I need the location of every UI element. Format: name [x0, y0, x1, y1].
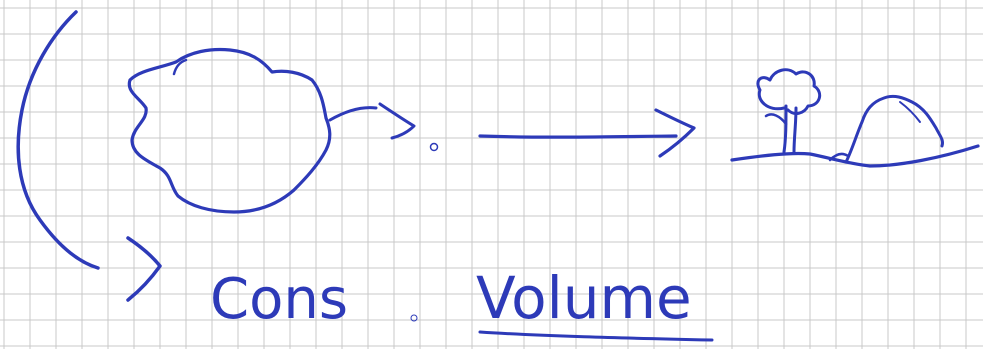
long-arrow-head [654, 108, 696, 158]
left-bracket-stroke [16, 10, 100, 270]
small-arrow-shaft [328, 106, 378, 122]
bracket-arrow-head [126, 236, 162, 302]
long-arrow-shaft [478, 134, 678, 139]
tree-branch [764, 113, 788, 126]
handwritten-ink [16, 10, 980, 342]
tree-canopy [756, 68, 822, 115]
hill-base-squiggle [828, 152, 850, 162]
hill-drawing [844, 94, 944, 164]
small-arrow-head [378, 102, 416, 140]
separator-dot [410, 314, 418, 322]
cons-label: Cons [210, 267, 348, 332]
hill-inner-line [899, 101, 921, 123]
tree-drawing [756, 68, 822, 154]
volume-label: Volume [476, 264, 692, 332]
blob-wisp [172, 58, 188, 76]
tree-trunk [782, 104, 798, 154]
volume-underline [478, 330, 714, 342]
ground-line [730, 144, 980, 168]
transition-dot [429, 142, 439, 152]
blob-shape [127, 47, 332, 214]
